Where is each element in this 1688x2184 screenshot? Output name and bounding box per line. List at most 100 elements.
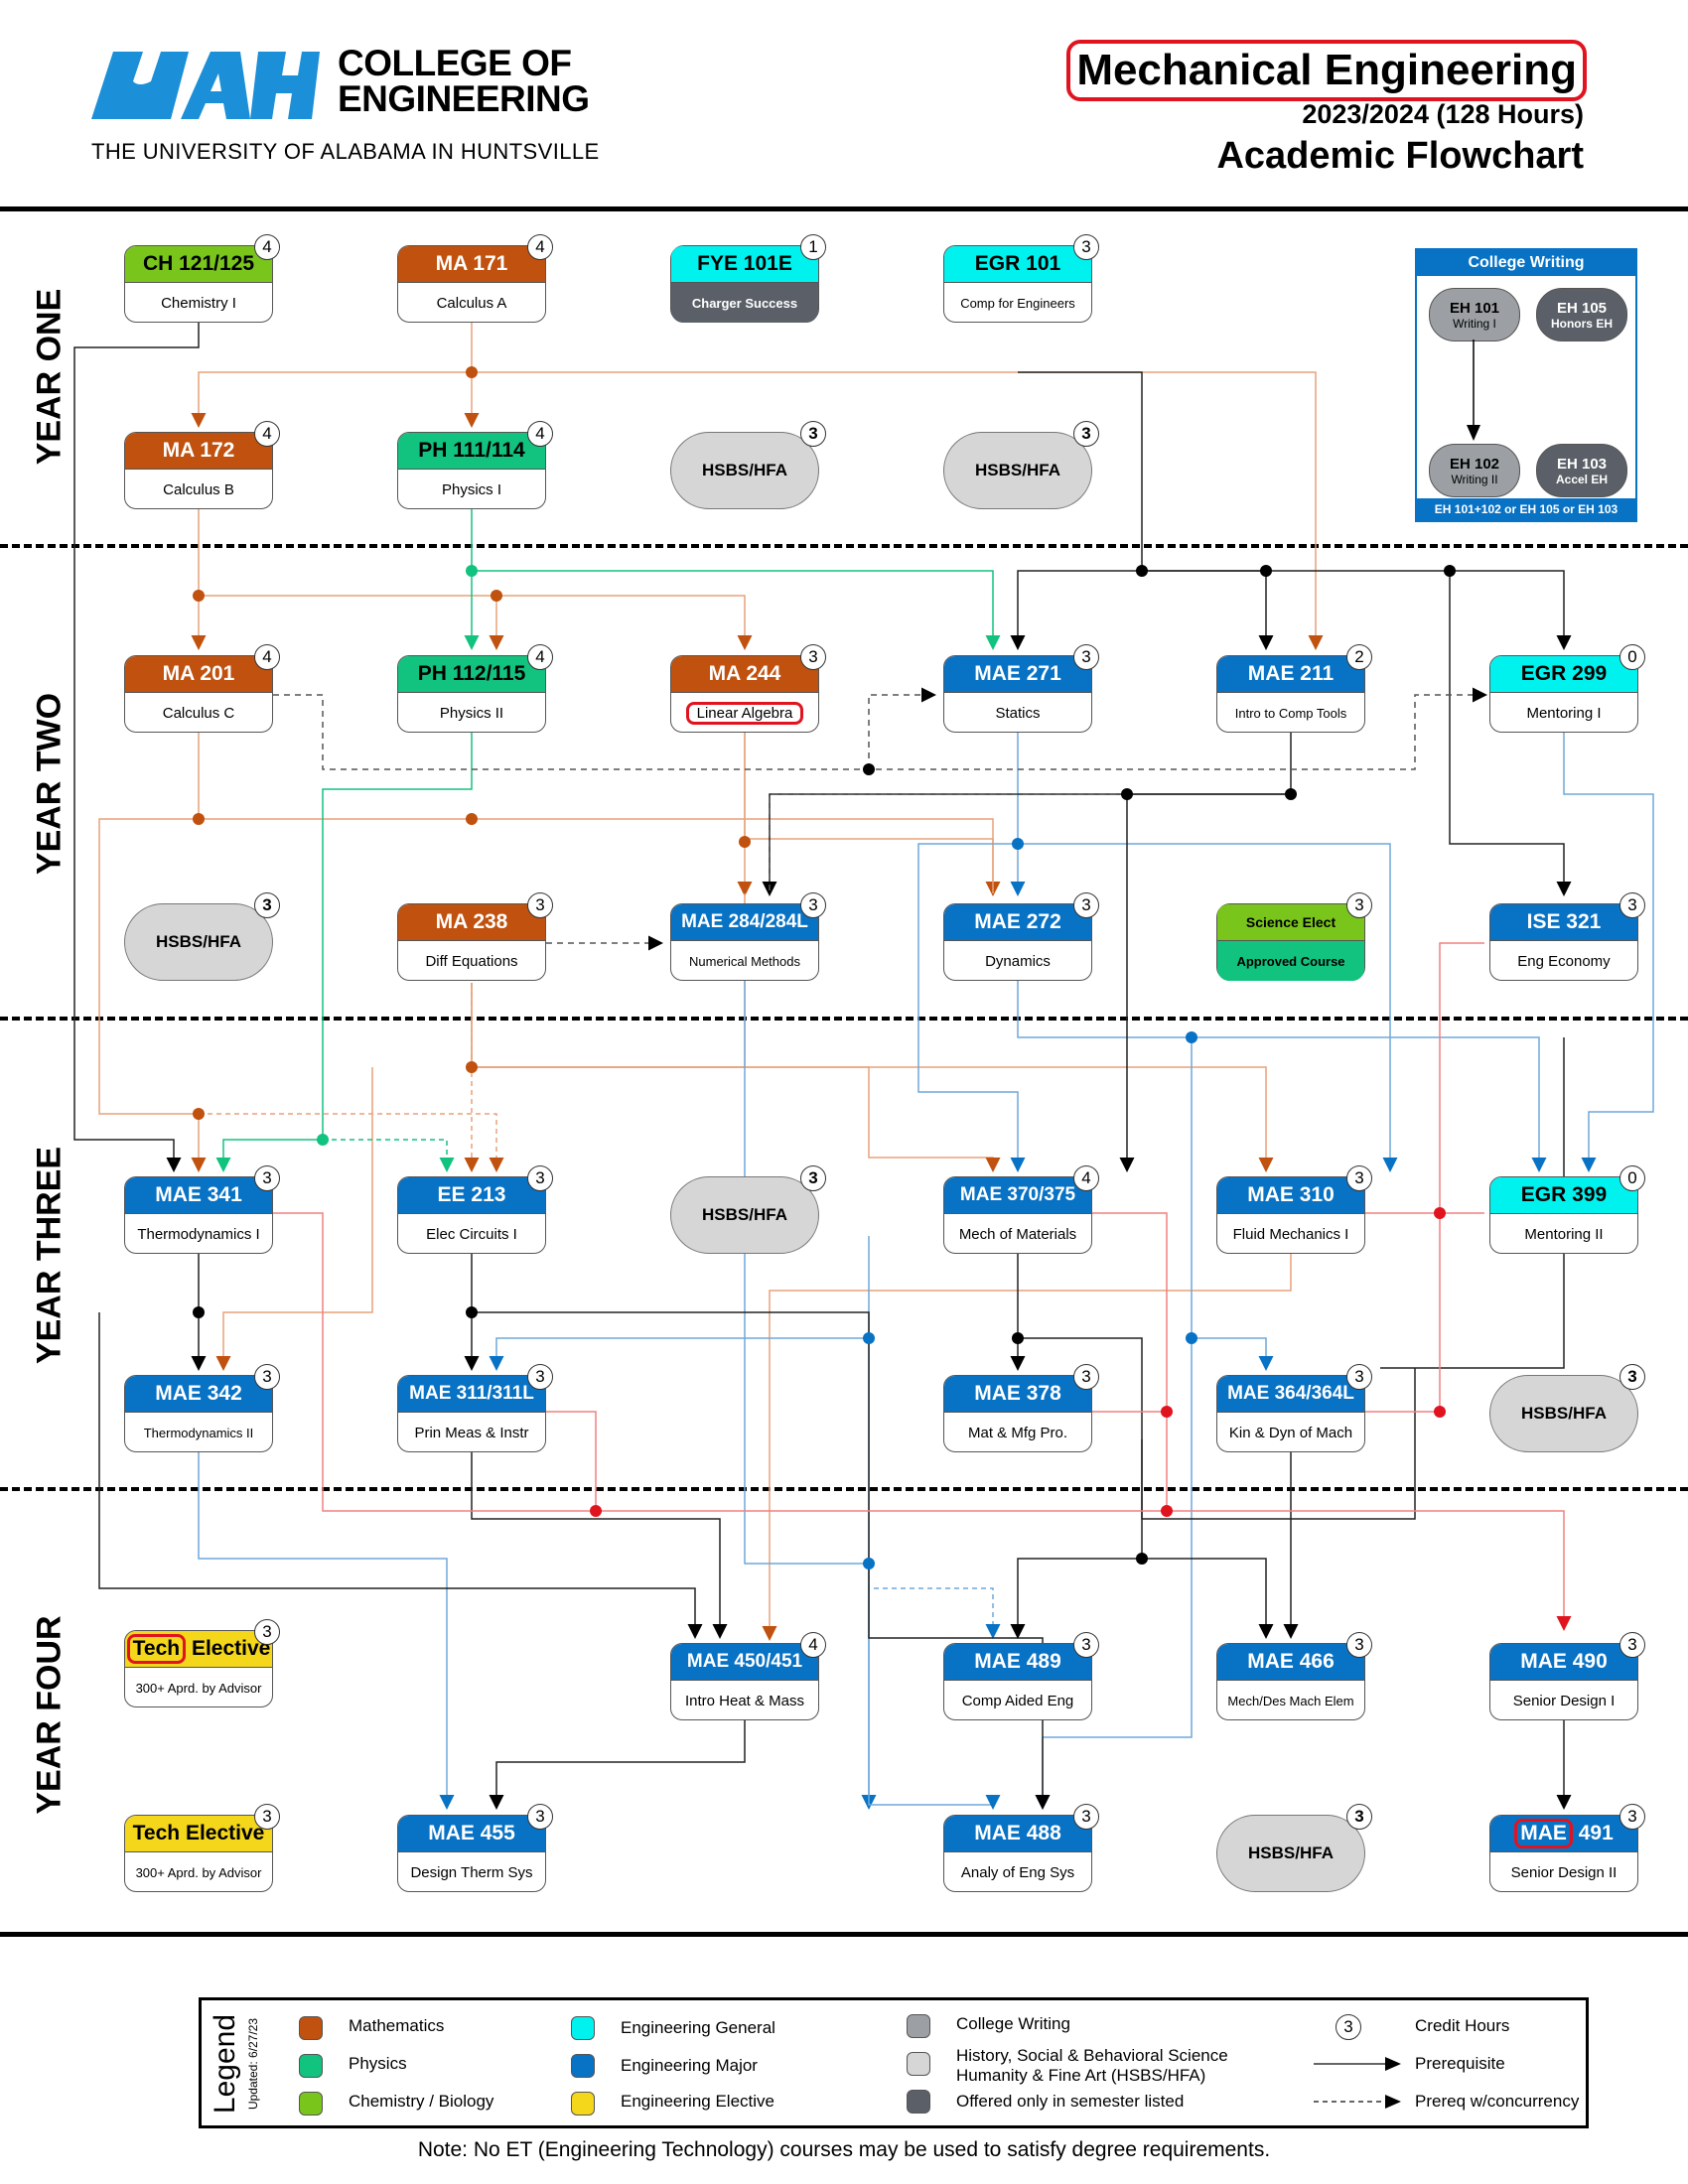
- credit-hours: 3: [1073, 1804, 1099, 1830]
- course-code: MAE 364/364L: [1217, 1376, 1364, 1413]
- document-type: Academic Flowchart: [1216, 135, 1584, 177]
- course-ee213[interactable]: EE 213 Elec Circuits I 3: [397, 1165, 553, 1254]
- writing-arrow: [1467, 340, 1480, 441]
- program-title: Mechanical Engineering: [1066, 40, 1587, 101]
- course-mae310[interactable]: MAE 310 Fluid Mechanics I 3: [1216, 1165, 1372, 1254]
- credit-hours: 3: [800, 892, 826, 918]
- course-egr399[interactable]: EGR 399 Mentoring II 0: [1489, 1165, 1645, 1254]
- course-mae370[interactable]: MAE 370/375 Mech of Materials 4: [943, 1165, 1099, 1254]
- course-ma171[interactable]: MA 171 Calculus A 4: [397, 234, 553, 323]
- course-mae466[interactable]: MAE 466 Mech/Des Mach Elem 3: [1216, 1632, 1372, 1720]
- course-name: 300+ Aprd. by Advisor: [135, 1680, 262, 1696]
- course-eh103[interactable]: EH 103 Accel EH: [1536, 444, 1627, 497]
- course-fye101e[interactable]: FYE 101E Charger Success 1: [670, 234, 826, 323]
- credit-hours: 3: [1073, 234, 1099, 260]
- course-eh101[interactable]: EH 101 Writing I: [1429, 288, 1520, 341]
- course-mae272[interactable]: MAE 272 Dynamics 3: [943, 892, 1099, 981]
- course-eh102[interactable]: EH 102 Writing II: [1429, 444, 1520, 497]
- course-name: Chemistry I: [161, 294, 236, 312]
- course-name: Statics: [995, 704, 1041, 722]
- course-name: Dynamics: [985, 952, 1051, 970]
- course-tech-elective[interactable]: Tech Elective 300+ Aprd. by Advisor 3: [124, 1619, 280, 1707]
- course-mae455[interactable]: MAE 455 Design Therm Sys 3: [397, 1804, 553, 1892]
- course-hsbs-hfa[interactable]: HSBS/HFA 3: [1489, 1364, 1645, 1452]
- course-name: Thermodynamics II: [143, 1425, 254, 1440]
- credit-hours: 4: [527, 234, 553, 260]
- course-egr101[interactable]: EGR 101 Comp for Engineers 3: [943, 234, 1099, 323]
- legend-mathematics: Mathematics: [349, 2016, 445, 2035]
- footer-note: Note: No ET (Engineering Technology) cou…: [417, 2138, 1271, 2161]
- course-code: MA 172: [125, 433, 272, 470]
- course-hsbs-hfa[interactable]: HSBS/HFA 3: [670, 421, 826, 509]
- course-code: MA 201: [125, 656, 272, 693]
- year-divider: [0, 544, 1688, 548]
- course-ma244[interactable]: MA 244 Linear Algebra 3: [670, 644, 826, 733]
- credit-hours: 3: [527, 1165, 553, 1191]
- legend-physics: Physics: [349, 2054, 407, 2073]
- course-name: Kin & Dyn of Mach: [1228, 1424, 1353, 1441]
- college-line1: COLLEGE OF: [338, 43, 572, 83]
- course-mae378[interactable]: MAE 378 Mat & Mfg Pro. 3: [943, 1364, 1099, 1452]
- course-name: Mentoring II: [1524, 1225, 1604, 1243]
- course-science-elect[interactable]: Science Elect Approved Course 3: [1216, 892, 1372, 981]
- course-mae364[interactable]: MAE 364/364L Kin & Dyn of Mach 3: [1216, 1364, 1372, 1452]
- header-rule: [0, 206, 1688, 211]
- legend-prereq: Prerequisite: [1415, 2054, 1505, 2073]
- course-eh105[interactable]: EH 105 Honors EH: [1536, 288, 1627, 341]
- course-ch121[interactable]: CH 121/125 Chemistry I 4: [124, 234, 280, 323]
- credit-hours: 3: [1073, 1632, 1099, 1658]
- course-code: MAE 490: [1490, 1644, 1637, 1681]
- course-code: MAE 378: [944, 1376, 1091, 1413]
- course-ise321[interactable]: ISE 321 Eng Economy 3: [1489, 892, 1645, 981]
- course-ma172[interactable]: MA 172 Calculus B 4: [124, 421, 280, 509]
- credit-hours: 0: [1619, 1165, 1645, 1191]
- course-egr299[interactable]: EGR 299 Mentoring I 0: [1489, 644, 1645, 733]
- course-name: Diff Equations: [425, 952, 518, 970]
- course-name: Fluid Mechanics I: [1232, 1225, 1349, 1243]
- course-code: MAE 370/375: [944, 1177, 1091, 1214]
- credit-hours: 3: [1619, 1364, 1645, 1390]
- course-code: EH 105: [1556, 299, 1608, 317]
- uah-logo: [91, 52, 320, 119]
- course-code: EGR 399: [1490, 1177, 1637, 1214]
- course-mae491[interactable]: MAE 491 Senior Design II 3: [1489, 1804, 1645, 1892]
- course-code: Tech Elective: [125, 1816, 272, 1852]
- course-mae311[interactable]: MAE 311/311L Prin Meas & Instr 3: [397, 1364, 553, 1452]
- course-name: Thermodynamics I: [137, 1225, 260, 1243]
- course-hsbs-hfa[interactable]: HSBS/HFA 3: [670, 1165, 826, 1254]
- course-mae490[interactable]: MAE 490 Senior Design I 3: [1489, 1632, 1645, 1720]
- course-mae342[interactable]: MAE 342 Thermodynamics II 3: [124, 1364, 280, 1452]
- swatch-hsbs-hfa: [907, 2052, 930, 2076]
- swatch-mathematics: [299, 2016, 323, 2040]
- course-mae488[interactable]: MAE 488 Analy of Eng Sys 3: [943, 1804, 1099, 1892]
- course-ma238[interactable]: MA 238 Diff Equations 3: [397, 892, 553, 981]
- credit-hours: 4: [527, 644, 553, 670]
- course-ph112[interactable]: PH 112/115 Physics II 4: [397, 644, 553, 733]
- course-code: EE 213: [398, 1177, 545, 1214]
- course-code: MAE 271: [944, 656, 1091, 693]
- course-name: Design Therm Sys: [410, 1863, 533, 1881]
- course-hsbs-hfa[interactable]: HSBS/HFA 3: [1216, 1804, 1372, 1892]
- course-name: Calculus B: [163, 480, 234, 498]
- credit-hours: 4: [254, 421, 280, 447]
- credit-hours: 4: [254, 234, 280, 260]
- course-ph111[interactable]: PH 111/114 Physics I 4: [397, 421, 553, 509]
- course-mae284[interactable]: MAE 284/284L Numerical Methods 3: [670, 892, 826, 981]
- course-mae271[interactable]: MAE 271 Statics 3: [943, 644, 1099, 733]
- course-name: Senior Design I: [1512, 1692, 1616, 1709]
- course-name: Approved Course: [1217, 941, 1364, 981]
- course-ma201[interactable]: MA 201 Calculus C 4: [124, 644, 280, 733]
- course-tech-elective[interactable]: Tech Elective 300+ Aprd. by Advisor 3: [124, 1804, 280, 1892]
- course-code-part: MAE: [1514, 1819, 1573, 1848]
- course-mae489[interactable]: MAE 489 Comp Aided Eng 3: [943, 1632, 1099, 1720]
- course-code: PH 112/115: [398, 656, 545, 693]
- course-code: MA 244: [671, 656, 818, 693]
- credit-hours: 3: [1346, 892, 1372, 918]
- course-hsbs-hfa[interactable]: HSBS/HFA 3: [124, 892, 280, 981]
- course-mae341[interactable]: MAE 341 Thermodynamics I 3: [124, 1165, 280, 1254]
- course-mae450[interactable]: MAE 450/451 Intro Heat & Mass 4: [670, 1632, 826, 1720]
- course-name: Calculus A: [436, 294, 507, 312]
- course-mae211[interactable]: MAE 211 Intro to Comp Tools 2: [1216, 644, 1372, 733]
- credit-hours: 3: [1619, 1804, 1645, 1830]
- course-hsbs-hfa[interactable]: HSBS/HFA 3: [943, 421, 1099, 509]
